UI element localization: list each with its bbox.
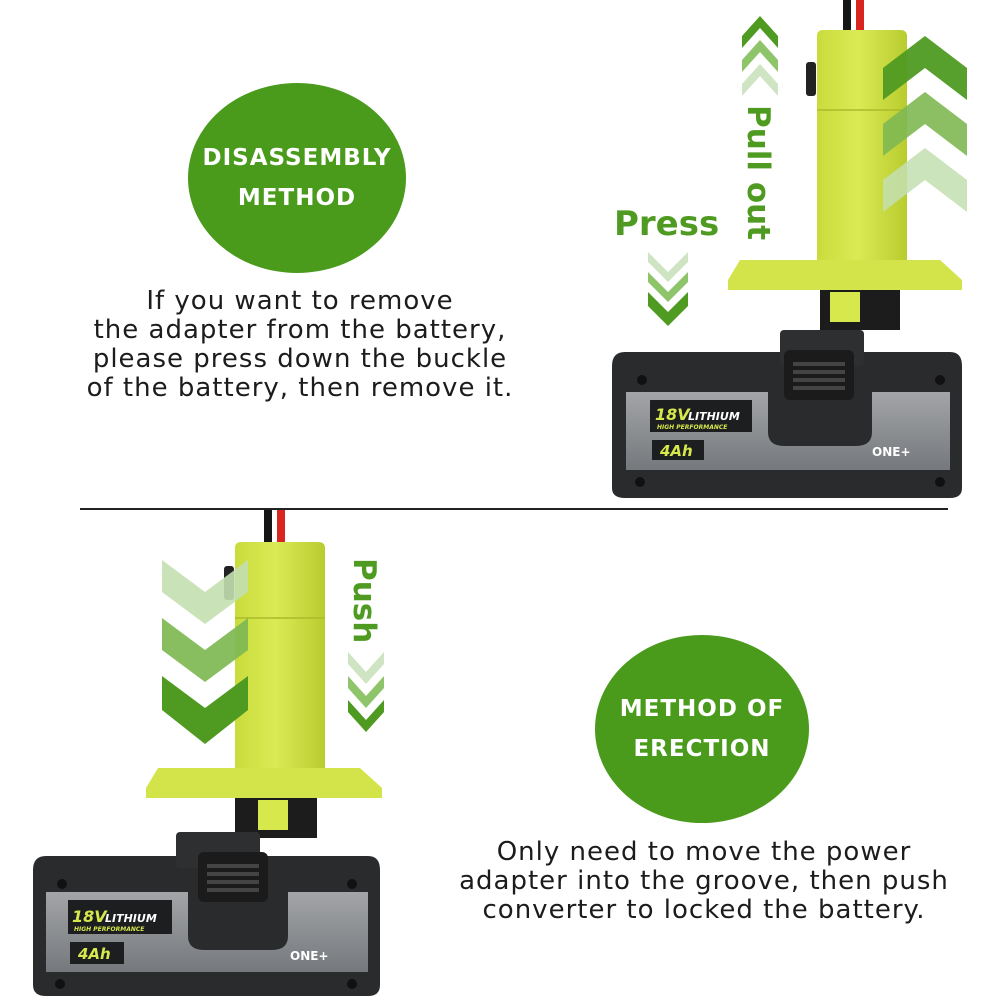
disassembly-desc-line: please press down the buckle (92, 344, 508, 374)
chevron-up-icon (742, 40, 778, 72)
chevron-down-icon (648, 272, 688, 302)
battery-voltage-label: 18V (72, 907, 108, 926)
adapter-body (235, 542, 325, 770)
chevron-down-icon (348, 700, 384, 732)
method-of-erection-badge: METHOD OF ERECTION (595, 635, 809, 823)
battery-brand-label: ONE+ (872, 445, 911, 459)
pull-out-arrows-large (883, 36, 967, 212)
press-arrows (648, 252, 688, 326)
battery-capacity-label: 4Ah (77, 945, 111, 963)
disassembly-badge-line1: DISASSEMBLY (202, 144, 392, 171)
red-wire (856, 0, 864, 42)
section-divider (80, 508, 948, 510)
adapter-flange (146, 768, 382, 798)
press-label: Press (614, 204, 719, 244)
chevron-down-icon (348, 652, 384, 684)
disassembly-description: If you want to remove the adapter from t… (60, 287, 540, 403)
chevron-up-icon (883, 36, 967, 100)
chevron-down-icon (162, 676, 248, 744)
release-buckle-icon (198, 852, 268, 902)
erection-badge-line2: ERECTION (633, 736, 771, 762)
red-wire (277, 510, 285, 548)
battery-chem-label: LITHIUM (105, 912, 157, 925)
chevron-down-icon (648, 252, 688, 282)
erection-description: Only need to move the power adapter into… (430, 838, 978, 925)
black-wire (264, 510, 272, 548)
battery-perf-label: HIGH PERFORMANCE (74, 926, 145, 933)
black-wire (843, 0, 851, 42)
chevron-down-icon (162, 618, 248, 682)
push-arrows-large (162, 560, 248, 744)
disassembly-badge-line2: METHOD (237, 185, 357, 211)
push-label: Push (346, 558, 382, 643)
adapter-flange (728, 260, 962, 290)
chevron-up-icon (742, 16, 778, 48)
battery-capacity-label: 4Ah (659, 442, 693, 460)
battery-voltage-label: 18V (655, 405, 691, 424)
switch-icon (806, 62, 816, 96)
chevron-down-icon (162, 560, 248, 624)
battery-brand-label: ONE+ (290, 949, 329, 963)
erection-desc-line: adapter into the groove, then push (459, 866, 949, 896)
erection-badge-line1: METHOD OF (619, 695, 785, 722)
chevron-up-icon (883, 92, 967, 156)
pull-out-arrows-small (742, 16, 778, 96)
disassembly-desc-line: the adapter from the battery, (93, 315, 507, 345)
chevron-up-icon (883, 148, 967, 212)
disassembly-desc-line: of the battery, then remove it. (86, 373, 514, 403)
disassembly-method-badge: DISASSEMBLY METHOD (188, 83, 406, 273)
pull-out-label: Pull out (740, 105, 776, 240)
battery-perf-label: HIGH PERFORMANCE (657, 424, 728, 431)
erection-desc-line: Only need to move the power (496, 837, 912, 867)
battery-chem-label: LITHIUM (688, 410, 740, 423)
bottom-adapter-battery: 18V LITHIUM HIGH PERFORMANCE 4Ah ONE+ (33, 510, 382, 996)
chevron-down-icon (648, 292, 688, 326)
chevron-down-icon (348, 676, 384, 708)
disassembly-desc-line: If you want to remove (146, 286, 454, 316)
chevron-up-icon (742, 64, 778, 96)
push-arrows-small (348, 652, 384, 732)
erection-desc-line: converter to locked the battery. (482, 895, 926, 925)
release-buckle-icon (784, 350, 854, 400)
